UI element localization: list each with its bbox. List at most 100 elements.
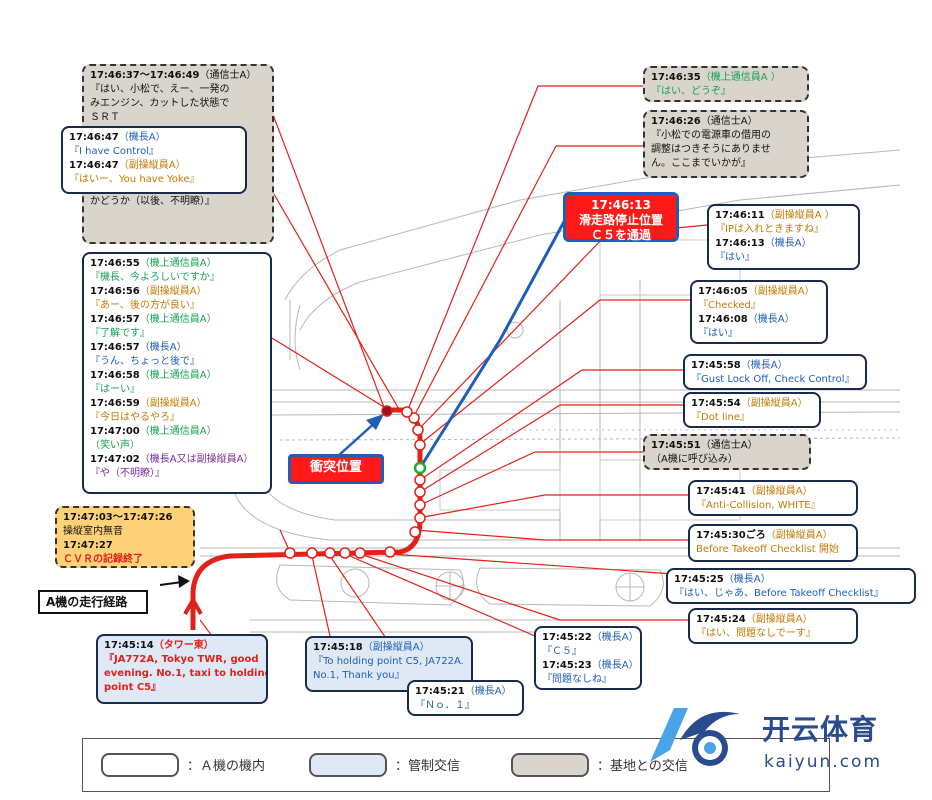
b6-lines-0: 17:45:18（副操縦員A）	[313, 641, 465, 655]
b3-lines-8: 17:46:58（機上通信員A）	[90, 369, 264, 383]
box-1646-05-fo: 17:46:05（副操縦員A）『Checked』17:46:08（機長A）『はい…	[690, 280, 828, 344]
utterance: 『はい』	[698, 328, 738, 339]
timestamp: 17:47:00	[90, 426, 140, 437]
b3-lines-1: 『機長、今よろしいですか』	[90, 271, 264, 285]
b3-lines-11: 『今日はやるやろ』	[90, 411, 264, 425]
b3-lines-3: 『あー、後の方が良い』	[90, 299, 264, 313]
route-label: A機の走行経路	[38, 590, 148, 614]
utterance: （機上通信員A）	[139, 258, 217, 269]
box-1646-37-lines: 17:46:37～17:46:49（通信士A）『はい、小松で、えー、一発のみエン…	[90, 69, 266, 125]
b16-lines-3: 『はい』	[698, 327, 820, 341]
b8-lines-3: 『問題なしね』	[542, 673, 634, 687]
legend-onboard: ：Ａ機の機内	[187, 759, 266, 774]
timestamp: 17:45:14	[104, 640, 154, 651]
stop-title: 滑走路停止位置	[578, 213, 663, 227]
utterance: 操縦室内無音	[63, 526, 123, 537]
timestamp: 17:47:02	[90, 454, 140, 465]
utterance: 『はーい』	[90, 384, 140, 395]
timestamp: 17:46:47	[69, 132, 119, 143]
timestamp: 17:46:59	[90, 398, 140, 409]
utterance: 『あー、後の方が良い』	[90, 300, 200, 311]
b3-lines-6: 17:46:57（機長A）	[90, 341, 264, 355]
utterance: （副操縦員A）	[139, 286, 207, 297]
timestamp: 17:47:03～17:47:26	[63, 512, 173, 523]
utterance: 調整はつきそうにありませ	[651, 144, 771, 155]
timestamp: 17:46:58	[90, 370, 140, 381]
b8-lines-1: 『Ｃ５』	[542, 645, 634, 659]
utterance: 『問題なしね』	[542, 674, 612, 685]
b14-lines-1: 『Dot line』	[691, 411, 813, 425]
collision-point	[381, 405, 393, 417]
utterance: （機上通信員A）	[139, 370, 217, 381]
timestamp: 17:45:24	[696, 614, 746, 625]
timestamp: 17:45:23	[542, 660, 592, 671]
timestamp: 17:46:56	[90, 286, 140, 297]
b1-lines-1: 『はい、小松で、えー、一発の	[90, 83, 266, 97]
b10-lines-0: 17:45:25（機長A）	[674, 573, 908, 587]
utterance: 『IPは入れときますね』	[715, 224, 824, 235]
utterance: （通信士A）	[199, 70, 257, 81]
timestamp: 17:46:37～17:46:49	[90, 70, 200, 81]
timestamp: 17:45:18	[313, 642, 363, 653]
b17-lines-1: 『IPは入れときますね』	[715, 223, 852, 237]
b7-lines-0: 17:45:21（機長A）	[415, 685, 516, 699]
timestamp: 17:46:11	[715, 210, 765, 221]
box-1645-54-fo: 17:45:54（副操縦員A）『Dot line』	[683, 392, 821, 428]
b18-lines-2: 調整はつきそうにありませ	[651, 143, 801, 157]
timestamp: 17:46:26	[651, 116, 701, 127]
utterance: 『今日はやるやろ』	[90, 412, 180, 423]
utterance: （機長A）	[139, 342, 187, 353]
b13-lines-1: （A機に呼び込み）	[651, 453, 803, 467]
watermark-en: kaiyun.com	[764, 752, 883, 772]
utterance: （機長A）	[464, 686, 512, 697]
b2-lines-2: 17:46:47（副操縦員A）	[69, 159, 239, 173]
b19-lines-1: 『はい、どうぞ』	[651, 85, 801, 99]
utterance: （機長A）	[740, 360, 788, 371]
b4-lines-2: 17:47:27	[63, 539, 187, 553]
box-1646-11-fo: 17:46:11（副操縦員A ）『IPは入れときますね』17:46:13（機長A…	[707, 204, 860, 270]
b5-lines-0: 17:45:14（タワー東）	[104, 639, 260, 653]
box-1646-26-comm: 17:46:26（通信士A）『小松での電源車の借用の調整はつきそうにありません。…	[643, 110, 809, 178]
b14-lines-0: 17:45:54（副操縦員A）	[691, 397, 813, 411]
timestamp: 17:46:35	[651, 72, 701, 83]
utterance: （副操縦員A）	[740, 398, 808, 409]
legend-swatch-ground	[511, 753, 589, 777]
b17-lines-2: 17:46:13（機長A）	[715, 237, 852, 251]
box-1645-30-fo: 17:45:30ごろ（副操縦員A）Before Takeoff Checklis…	[688, 524, 858, 562]
utterance: （機長A）	[723, 574, 771, 585]
utterance: （副操縦員A）	[747, 286, 815, 297]
legend-swatch-onboard	[101, 753, 179, 777]
timestamp: 17:46:05	[698, 286, 748, 297]
utterance: （通信士A）	[700, 116, 758, 127]
utterance: （機長A）	[591, 632, 639, 643]
b3-lines-2: 17:46:56（副操縦員A）	[90, 285, 264, 299]
utterance: ＳＲＴ	[90, 112, 120, 123]
box-1645-41-fo: 17:45:41（副操縦員A）『Anti-Collision, WHITE』	[688, 480, 858, 516]
timestamp: 17:45:22	[542, 632, 592, 643]
runway-stop-box: 17:46:13 滑走路停止位置 Ｃ５を通過	[563, 192, 679, 242]
utterance: 『Gust Lock Off, Check Control』	[691, 374, 855, 385]
timestamp: 17:45:51	[651, 440, 701, 451]
b1-tail-1: かどうか（以後、不明瞭）』	[90, 195, 266, 209]
b10-lines-1: 『はい、じゃあ、Before Takeoff Checklist』	[674, 587, 908, 601]
b1-lines-3: ＳＲＴ	[90, 111, 266, 125]
utterance: （副操縦員A）	[139, 398, 207, 409]
utterance: 『はいー、You have Yoke』	[69, 174, 200, 185]
utterance: （笑い声）	[90, 440, 140, 451]
b7-lines-1: 『Ｎｏ．１』	[415, 699, 516, 713]
b3-lines-0: 17:46:55（機上通信員A）	[90, 257, 264, 271]
utterance: point C5』	[104, 682, 162, 693]
route-label-arrow	[159, 575, 190, 588]
timestamp: 17:46:47	[69, 160, 119, 171]
box-1645-51-comm: 17:45:51（通信士A）（A機に呼び込み）	[643, 434, 811, 470]
utterance: 『Anti-Collision, WHITE』	[696, 500, 821, 511]
b9-lines-1: 『はい、問題なしでーす』	[696, 627, 850, 641]
utterance: 『はい、どうぞ』	[651, 86, 731, 97]
b9-lines-0: 17:45:24（副操縦員A）	[696, 613, 850, 627]
timestamp: 17:45:25	[674, 574, 724, 585]
watermark-cn: 开云体育	[762, 713, 879, 746]
utterance: （機上通信員A ）	[700, 72, 781, 83]
b18-lines-3: ん。ここまでいかが』	[651, 157, 801, 171]
